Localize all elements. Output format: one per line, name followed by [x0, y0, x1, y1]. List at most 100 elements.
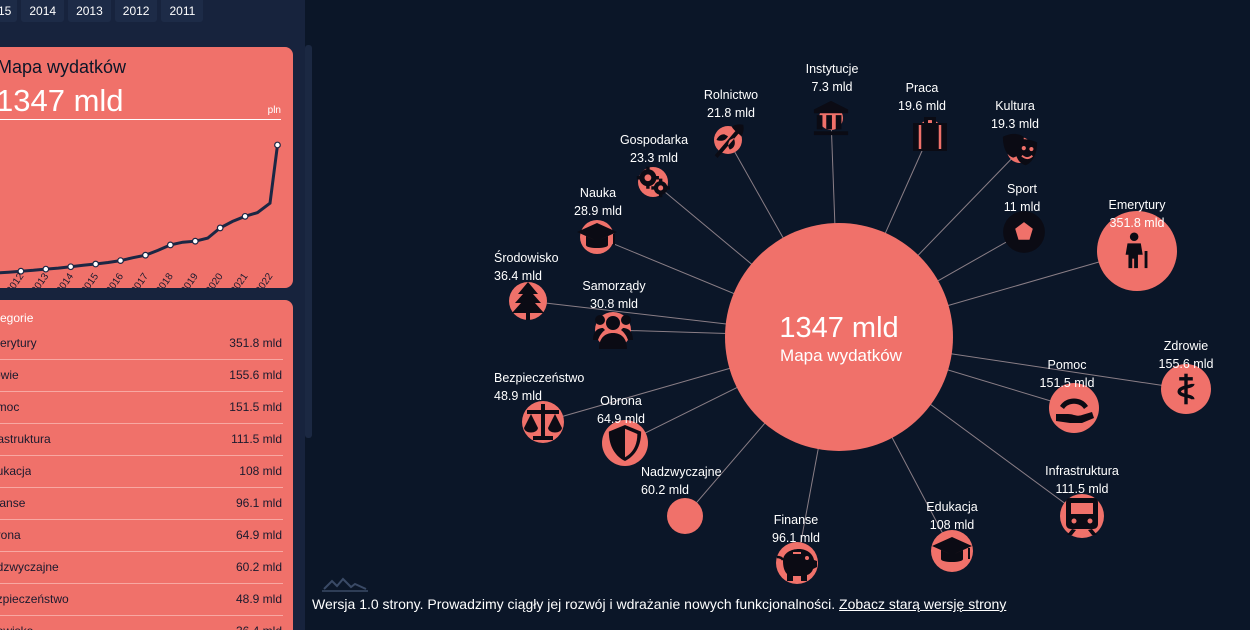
bubble-value: 11 mld [1004, 200, 1041, 214]
trend-point [274, 141, 281, 149]
category-value: 151.5 mld [229, 400, 282, 414]
category-name: rowie [0, 368, 19, 382]
bubble-value: 155.6 mld [1159, 357, 1214, 371]
bubble-rolnictwo[interactable]: Rolnictwo 21.8 mld [704, 88, 758, 159]
category-name: ezpieczeństwo [0, 592, 69, 606]
category-name: brona [0, 528, 21, 542]
bubble-value: 96.1 mld [772, 531, 820, 545]
bubble-circle[interactable] [1049, 383, 1099, 433]
bubble-name: Rolnictwo [704, 88, 758, 102]
year-tab[interactable]: 2011 [161, 0, 204, 22]
mountains-logo-icon [322, 577, 368, 592]
bubble-name: Bezpieczeństwo [494, 371, 584, 385]
trend-point [42, 265, 50, 273]
bubble-środowisko[interactable]: Środowisko 36.4 mld [494, 250, 559, 320]
category-row[interactable]: dukacja 108 mld [0, 456, 283, 488]
category-value: 36.4 mld [236, 616, 283, 630]
sidebar-scrollbar[interactable] [305, 45, 312, 438]
category-row[interactable]: ezpieczeństwo 48.9 mld [0, 584, 283, 616]
trend-point [241, 212, 249, 220]
trend-point [17, 267, 25, 275]
category-name: dukacja [0, 464, 32, 478]
spending-map-card[interactable]: Mapa wydatków 1347 mld pln 1120122013201… [0, 47, 293, 288]
bubble-name: Pomoc [1048, 358, 1087, 372]
bubble-pomoc[interactable]: Pomoc 151.5 mld [1040, 358, 1099, 433]
bubble-name: Instytucje [806, 62, 859, 76]
category-value: 96.1 mld [235, 496, 282, 510]
year-tab[interactable]: 15 [0, 0, 18, 22]
category-value: 351.8 mld [229, 336, 282, 350]
category-row[interactable]: dowisko 36.4 mld [0, 616, 283, 630]
bubble-value: 7.3 mld [812, 80, 853, 94]
year-tab[interactable]: 2014 [21, 0, 65, 22]
year-tabs: 15 2014 2013 2012 2011 [0, 0, 207, 22]
bubble-value: 151.5 mld [1040, 376, 1095, 390]
trend-point [117, 257, 124, 265]
trend-point [67, 263, 75, 271]
bubble-name: Sport [1007, 182, 1037, 196]
trend-point [191, 237, 199, 245]
bubble-value: 36.4 mld [494, 269, 542, 283]
bubble-name: Nadzwyczajne [641, 465, 722, 479]
bubble-name: Środowisko [494, 250, 559, 265]
trend-point [166, 241, 174, 249]
category-value: 48.9 mld [235, 592, 282, 606]
bubble-name: Samorządy [582, 279, 646, 293]
category-name: omoc [0, 400, 20, 414]
category-name: dowisko [0, 616, 33, 630]
category-row[interactable]: frastruktura 111.5 mld [0, 424, 283, 456]
map-card-total: 1347 mld [0, 83, 124, 118]
categories-header: ategorie [0, 311, 34, 325]
bubble-instytucje[interactable]: Instytucje 7.3 mld [806, 62, 859, 136]
bubble-value: 21.8 mld [707, 106, 755, 120]
category-name: frastruktura [0, 432, 51, 446]
category-value: 108 mld [239, 464, 282, 478]
bubble-name: Infrastruktura [1045, 464, 1119, 478]
center-label: Mapa wydatków [780, 346, 903, 365]
bubble-value: 19.3 mld [991, 117, 1039, 131]
bubble-name: Praca [906, 81, 939, 95]
bubble-name: Emerytury [1109, 198, 1167, 212]
bubble-name: Gospodarka [620, 133, 688, 147]
category-row[interactable]: omoc 151.5 mld [0, 392, 283, 424]
divider [0, 119, 281, 120]
bubble-kultura[interactable]: Kultura 19.3 mld [991, 99, 1039, 167]
bubble-value: 60.2 mld [641, 483, 689, 497]
bubble-name: Nauka [580, 186, 616, 200]
old-version-link[interactable]: Zobacz starą wersję strony [839, 596, 1007, 612]
category-value: 60.2 mld [235, 560, 282, 574]
center-total: 1347 mld [779, 312, 898, 344]
map-card-unit: pln [267, 105, 281, 116]
bubble-name: Edukacja [926, 500, 977, 514]
trend-point [142, 251, 149, 259]
category-row[interactable]: adzwyczajne 60.2 mld [0, 552, 283, 584]
bubble-circle[interactable] [667, 498, 703, 534]
soccer-ball-icon [1003, 211, 1045, 253]
category-value: 111.5 mld [231, 432, 282, 446]
bubble-nadzwyczajne[interactable]: Nadzwyczajne 60.2 mld [641, 465, 722, 534]
bubble-name: Finanse [774, 513, 819, 527]
bubble-name: Kultura [995, 99, 1035, 113]
year-tab[interactable]: 2012 [114, 0, 158, 22]
category-name: adzwyczajne [0, 560, 59, 574]
bubble-sport[interactable]: Sport 11 mld [1003, 182, 1045, 253]
year-tab[interactable]: 2013 [68, 0, 111, 22]
center-bubble [725, 223, 953, 451]
bubble-finanse[interactable]: Finanse 96.1 mld [772, 513, 820, 584]
bubble-name: Obrona [600, 394, 642, 408]
